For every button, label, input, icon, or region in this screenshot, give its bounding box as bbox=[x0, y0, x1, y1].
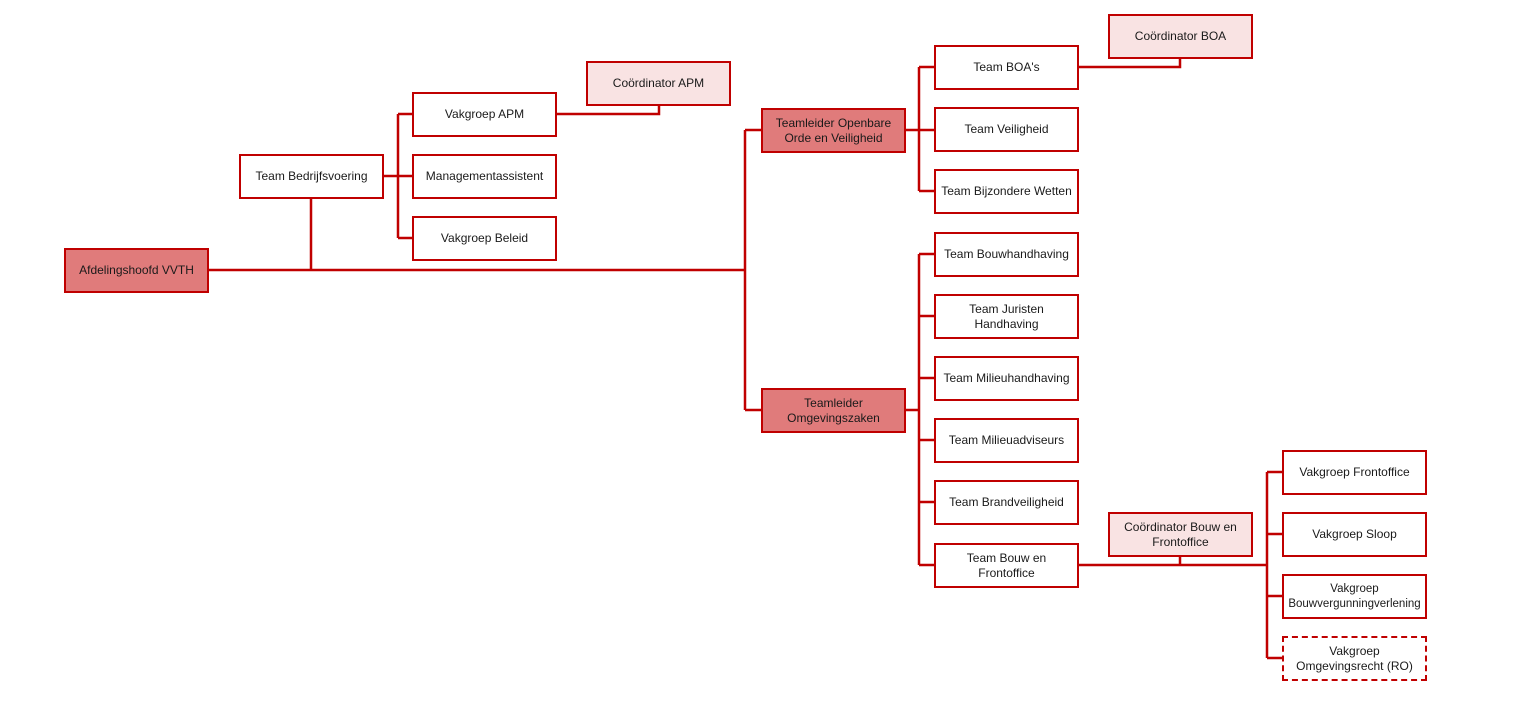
node-vakgroep-sloop[interactable]: Vakgroep Sloop bbox=[1282, 512, 1427, 557]
node-team-brandveiligheid[interactable]: Team Brandveiligheid bbox=[934, 480, 1079, 525]
node-team-milieuhandhaving[interactable]: Team Milieuhandhaving bbox=[934, 356, 1079, 401]
connector bbox=[905, 252, 934, 567]
node-coordinator-bouw-frontoffice[interactable]: Coördinator Bouw en Frontoffice bbox=[1108, 512, 1253, 557]
connector bbox=[383, 112, 412, 240]
node-team-bedrijfsvoering[interactable]: Team Bedrijfsvoering bbox=[239, 154, 384, 199]
node-team-bouw-frontoffice[interactable]: Team Bouw en Frontoffice bbox=[934, 543, 1079, 588]
node-vakgroep-frontoffice[interactable]: Vakgroep Frontoffice bbox=[1282, 450, 1427, 495]
node-vakgroep-omgevingsrecht[interactable]: Vakgroep Omgevingsrecht (RO) bbox=[1282, 636, 1427, 681]
node-team-bijzondere-wetten[interactable]: Team Bijzondere Wetten bbox=[934, 169, 1079, 214]
connector bbox=[743, 128, 761, 412]
node-managementassistent[interactable]: Managementassistent bbox=[412, 154, 557, 199]
node-vakgroep-beleid[interactable]: Vakgroep Beleid bbox=[412, 216, 557, 261]
connector bbox=[1078, 470, 1282, 660]
node-teamleider-omgevingszaken[interactable]: Teamleider Omgevingszaken bbox=[761, 388, 906, 433]
node-team-milieuadviseurs[interactable]: Team Milieuadviseurs bbox=[934, 418, 1079, 463]
node-teamleider-oov[interactable]: Teamleider Openbare Orde en Veiligheid bbox=[761, 108, 906, 153]
node-vakgroep-apm[interactable]: Vakgroep APM bbox=[412, 92, 557, 137]
connector bbox=[905, 65, 934, 193]
node-coordinator-apm[interactable]: Coördinator APM bbox=[586, 61, 731, 106]
connector bbox=[209, 198, 745, 272]
node-afdelingshoofd[interactable]: Afdelingshoofd VVTH bbox=[64, 248, 209, 293]
node-team-juristen-handhaving[interactable]: Team Juristen Handhaving bbox=[934, 294, 1079, 339]
connector bbox=[1078, 58, 1182, 69]
node-vakgroep-bouwvergunningverlening[interactable]: Vakgroep Bouwvergunningverlening bbox=[1282, 574, 1427, 619]
node-coordinator-boa[interactable]: Coördinator BOA bbox=[1108, 14, 1253, 59]
node-team-bouwhandhaving[interactable]: Team Bouwhandhaving bbox=[934, 232, 1079, 277]
node-team-boas[interactable]: Team BOA's bbox=[934, 45, 1079, 90]
connector bbox=[557, 105, 661, 116]
node-team-veiligheid[interactable]: Team Veiligheid bbox=[934, 107, 1079, 152]
